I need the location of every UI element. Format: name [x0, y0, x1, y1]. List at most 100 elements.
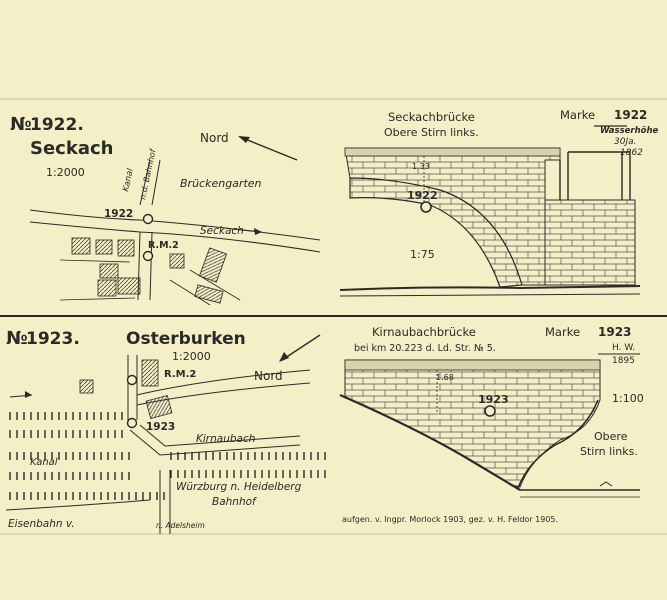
- bridge-coping-1923: [344, 359, 601, 371]
- bridge-1922: Seckachbrücke Obere Stirn links. Marke 1…: [339, 108, 659, 297]
- rm-marker-1922: [142, 250, 154, 262]
- benchmark-marker-1922: [142, 213, 154, 225]
- stream-label-1922: Seckach: [200, 225, 244, 237]
- wall-mark-label-1923: 1923: [478, 393, 509, 406]
- building-1923-3: [145, 394, 173, 420]
- map-1922: № 1922. Seckach 1:2000 Nord Kanal n.d. B…: [10, 114, 321, 306]
- road-south-1923: [159, 470, 171, 534]
- number-prefix-1922: №: [10, 114, 32, 135]
- track-1923-1: [6, 412, 124, 420]
- building-1922-7: [169, 253, 185, 269]
- arch-mark-label-1922: 1922: [407, 189, 438, 202]
- north-arrow-1922: [239, 136, 298, 161]
- marke-label-1922: Marke: [560, 108, 595, 122]
- canal-lines-1922: [139, 159, 161, 206]
- bridge-scale-1922: 1:75: [410, 248, 435, 261]
- canal-label-1922: Kanal: [121, 167, 136, 193]
- map-scale-1923: 1:2000: [172, 350, 211, 363]
- building-1923-2: [141, 359, 159, 387]
- number-prefix-1923: №: [6, 328, 28, 349]
- bridge-marker-1923: [484, 405, 496, 417]
- place-seckach: Seckach: [30, 138, 113, 159]
- building-1922-8: [198, 247, 228, 283]
- footer-credit: aufgen. v. Ingpr. Morlock 1903, gez. v. …: [342, 515, 558, 524]
- road-1922-b: [29, 221, 321, 253]
- bridge-coping-1922: [344, 147, 561, 157]
- number-1923: 1923.: [26, 329, 80, 349]
- marke-number-1922: 1922: [614, 108, 647, 122]
- canal-label-1923: Kanal: [30, 457, 58, 468]
- rm-label-1923: R.M.2: [164, 369, 196, 380]
- track-1923-3: [6, 452, 131, 460]
- bridge-scale-1923: 1:100: [612, 392, 644, 405]
- hw-label-1923: H. W.: [612, 343, 635, 353]
- map-1923: № 1923. Osterburken 1:2000 Nord R.M.2 19…: [5, 328, 330, 534]
- mark-label-1922: 1922: [104, 208, 133, 220]
- hw-year-1923: 1895: [612, 356, 635, 366]
- to-station-label-1922: n.d. Bahnhof: [138, 147, 158, 200]
- number-1922: 1922.: [30, 115, 84, 135]
- rm-label-1922: R.M.2: [148, 240, 179, 251]
- bridge-title-1922: Seckachbrücke: [388, 110, 475, 124]
- track-curve-1923: [5, 499, 151, 511]
- road-1922-a: [29, 209, 321, 241]
- north-arrowhead-1922: [238, 136, 250, 143]
- arch-ring-1922: [349, 177, 523, 288]
- track-1923-6: [170, 470, 330, 478]
- rm-marker-1923: [126, 374, 138, 386]
- lot-lines-1922: [59, 259, 136, 301]
- track-1923-5: [6, 472, 131, 480]
- road-east-1922: [169, 269, 241, 306]
- north-arrow-1923: [281, 334, 321, 361]
- building-1922-9: [194, 284, 224, 304]
- track-1923-2: [6, 430, 124, 438]
- north-label-1923: Nord: [254, 369, 283, 383]
- north-arrowhead-1923: [279, 352, 289, 362]
- building-1922-4: [99, 263, 119, 279]
- face-label-1-1923: Obere: [594, 430, 628, 443]
- benchmark-marker-1923: [126, 417, 138, 429]
- railway-label-1: Würzburg n. Heidelberg: [176, 481, 302, 493]
- bridge-1923: Kirnaubachbrücke bei km 20.223 d. Ld. St…: [339, 325, 644, 498]
- bridge-location-1923: bei km 20.223 d. Ld. Str. № 5.: [354, 343, 496, 354]
- flow-arrowhead-1923: [25, 391, 32, 398]
- arch-edge-1923: [517, 399, 599, 489]
- map-scale-1922: 1:2000: [46, 166, 85, 179]
- bridge-marker-1922: [420, 201, 432, 213]
- adelsheim-label: n. Adelsheim: [156, 521, 205, 530]
- dimension-1922: 1.33: [412, 162, 430, 171]
- place-osterburken: Osterburken: [126, 329, 246, 349]
- stream-label-1923: Kirnaubach: [196, 433, 255, 445]
- railway-label-left: Eisenbahn v.: [8, 518, 75, 530]
- high-water-date: 30Ja.: [614, 137, 636, 147]
- marke-number-1923: 1923: [598, 325, 631, 339]
- building-1923-1: [79, 379, 94, 394]
- water-mark-1923: [599, 481, 613, 487]
- building-1922-1: [71, 237, 91, 255]
- building-1922-6: [117, 277, 141, 295]
- building-1922-2: [95, 239, 113, 255]
- mark-label-1923: 1923: [146, 421, 175, 433]
- track-1923-7: [6, 492, 166, 500]
- railing-1922: [559, 151, 631, 200]
- building-1922-5: [97, 279, 117, 297]
- stream-banks-1923: [129, 424, 301, 456]
- road-north-1923: [127, 355, 138, 420]
- ground-1922-b: [339, 293, 641, 297]
- abutment-1922: [544, 199, 636, 286]
- high-water-label: Wasserhöhe: [600, 126, 659, 136]
- flow-arrowhead-1922: [254, 228, 262, 235]
- marke-label-1923: Marke: [545, 325, 580, 339]
- bridge-subtitle-1922: Obere Stirn links.: [384, 126, 479, 139]
- dimension-1923: 1.68: [436, 373, 454, 382]
- embankment-1923: [339, 393, 521, 491]
- face-label-2-1923: Stirn links.: [580, 445, 638, 458]
- building-1922-3: [117, 239, 135, 257]
- bridge-title-1923: Kirnaubachbrücke: [372, 325, 476, 339]
- embankment-fill-1923: [340, 395, 520, 490]
- ground-1922: [339, 285, 641, 291]
- track-1923-4: [170, 452, 330, 460]
- north-label-1922: Nord: [200, 131, 229, 145]
- railway-label-2: Bahnhof: [212, 496, 258, 508]
